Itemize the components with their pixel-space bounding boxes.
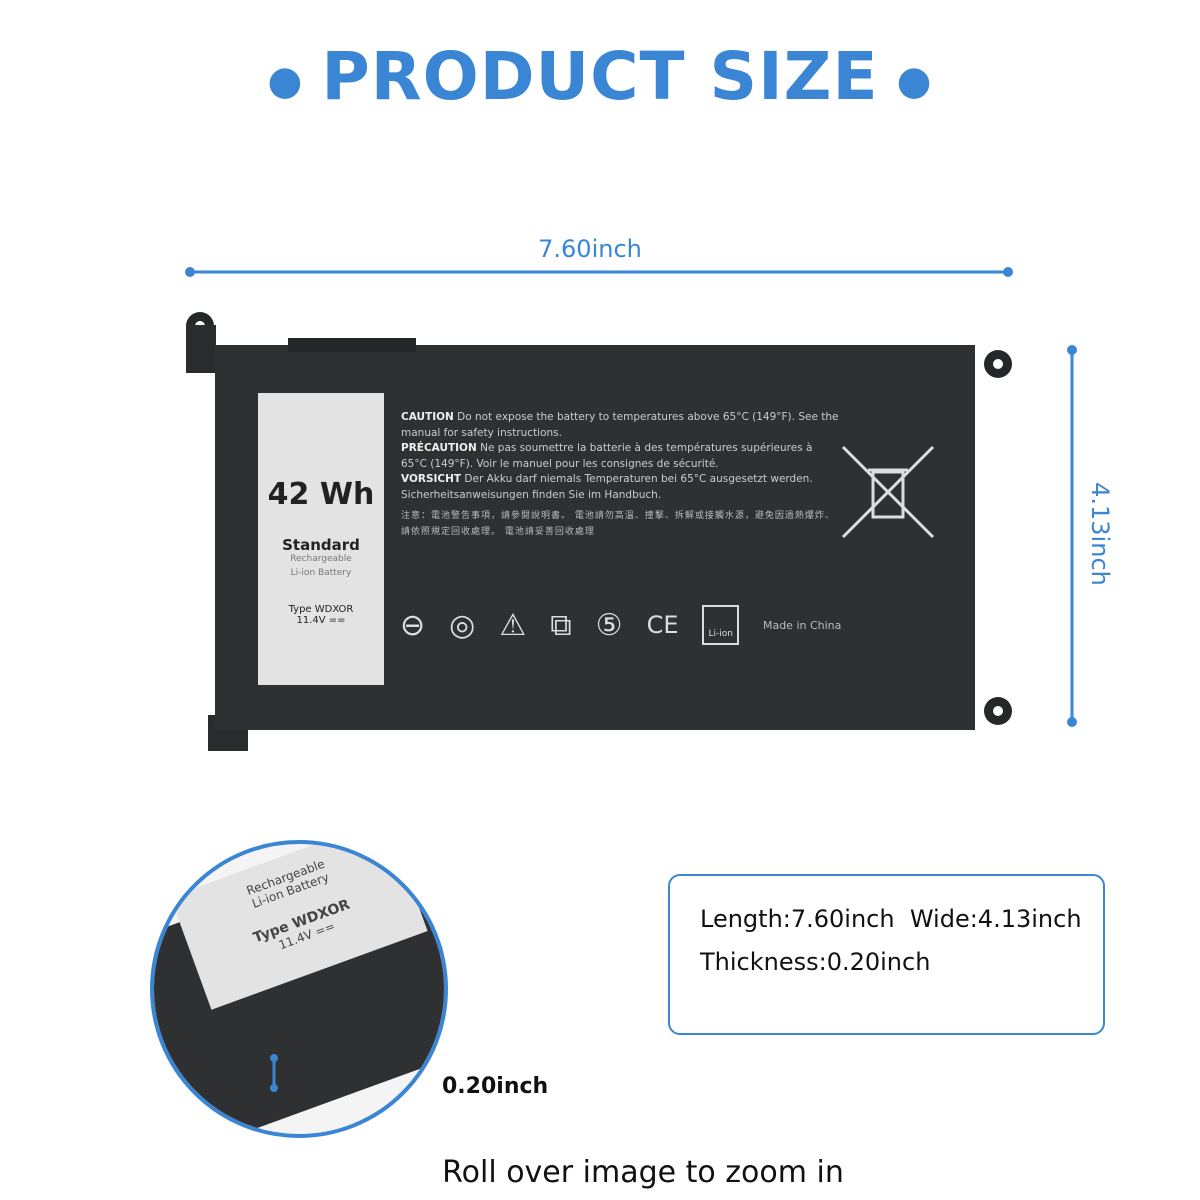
standard: Standard — [282, 536, 360, 554]
vorsicht-head: VORSICHT — [401, 473, 462, 485]
model: Type WDXOR — [288, 604, 354, 615]
warning-icon: ⚠ — [499, 607, 527, 643]
page-title: ●PRODUCT SIZE● — [267, 38, 933, 115]
height-line-end — [1067, 717, 1077, 727]
thickness-marker — [270, 1054, 278, 1092]
spec-line-2: Thickness:0.20inch — [700, 948, 931, 976]
mount-ear — [984, 350, 1012, 378]
zoom-caption[interactable]: Roll over image to zoom in — [442, 1155, 844, 1190]
precaution: Ne pas soumettre la batterie à des tempé… — [401, 442, 813, 470]
height-line-start — [1067, 345, 1077, 355]
battery-label: 42 Wh Standard Rechargeable Li-ion Batte… — [258, 393, 384, 685]
height-label: 4.13inch — [1086, 482, 1114, 586]
voltage: 11.4V == — [296, 615, 346, 626]
certification-icons: ⊖ ◎ ⚠ ⧉ ⑤ CE Li-ion Made in China — [400, 605, 841, 645]
thickness-label: 0.20inch — [442, 1074, 549, 1099]
ul-icon: ◎ — [449, 607, 476, 643]
caution-head: CAUTION — [401, 411, 454, 423]
mount-tab — [186, 325, 216, 373]
thickness-closeup: Rechargeable Li-ion Battery Type WDXOR 1… — [150, 840, 448, 1138]
caution: Do not expose the battery to temperature… — [401, 411, 839, 439]
vorsicht: Der Akku darf niemals Temperaturen bei 6… — [401, 473, 813, 501]
length-label: 7.60inch — [538, 235, 642, 263]
length-line-end — [1003, 267, 1013, 277]
title-text: PRODUCT SIZE — [321, 38, 879, 115]
mount-ear — [984, 697, 1012, 725]
precaution-head: PRÉCAUTION — [401, 442, 477, 454]
rechargeable: Rechargeable — [290, 554, 352, 564]
recycle-5-icon: ⑤ — [595, 607, 623, 643]
made-in: Made in China — [762, 618, 842, 632]
cert-icon: ⊖ — [400, 607, 426, 643]
capacity: 42 Wh — [267, 477, 375, 512]
spec-line-1: Length:7.60inch Wide:4.13inch — [700, 905, 1082, 933]
battery-type: Li-ion Battery — [290, 568, 352, 578]
kc-icon: ⧉ — [550, 607, 572, 643]
recycle-icon: Li-ion — [702, 605, 739, 645]
warning-text: CAUTION Do not expose the battery to tem… — [401, 410, 841, 540]
crossed-bin-icon — [841, 445, 935, 539]
length-line-start — [185, 267, 195, 277]
chinese-warning: 注意：電池警告事項，請參閱說明書。 電池請勿高溫、撞擊、拆解或接觸水源，避免因過… — [401, 511, 835, 537]
battery-ridge — [288, 338, 416, 352]
ce-icon: CE — [646, 611, 679, 639]
spec-box: Length:7.60inch Wide:4.13inch Thickness:… — [668, 874, 1105, 1035]
